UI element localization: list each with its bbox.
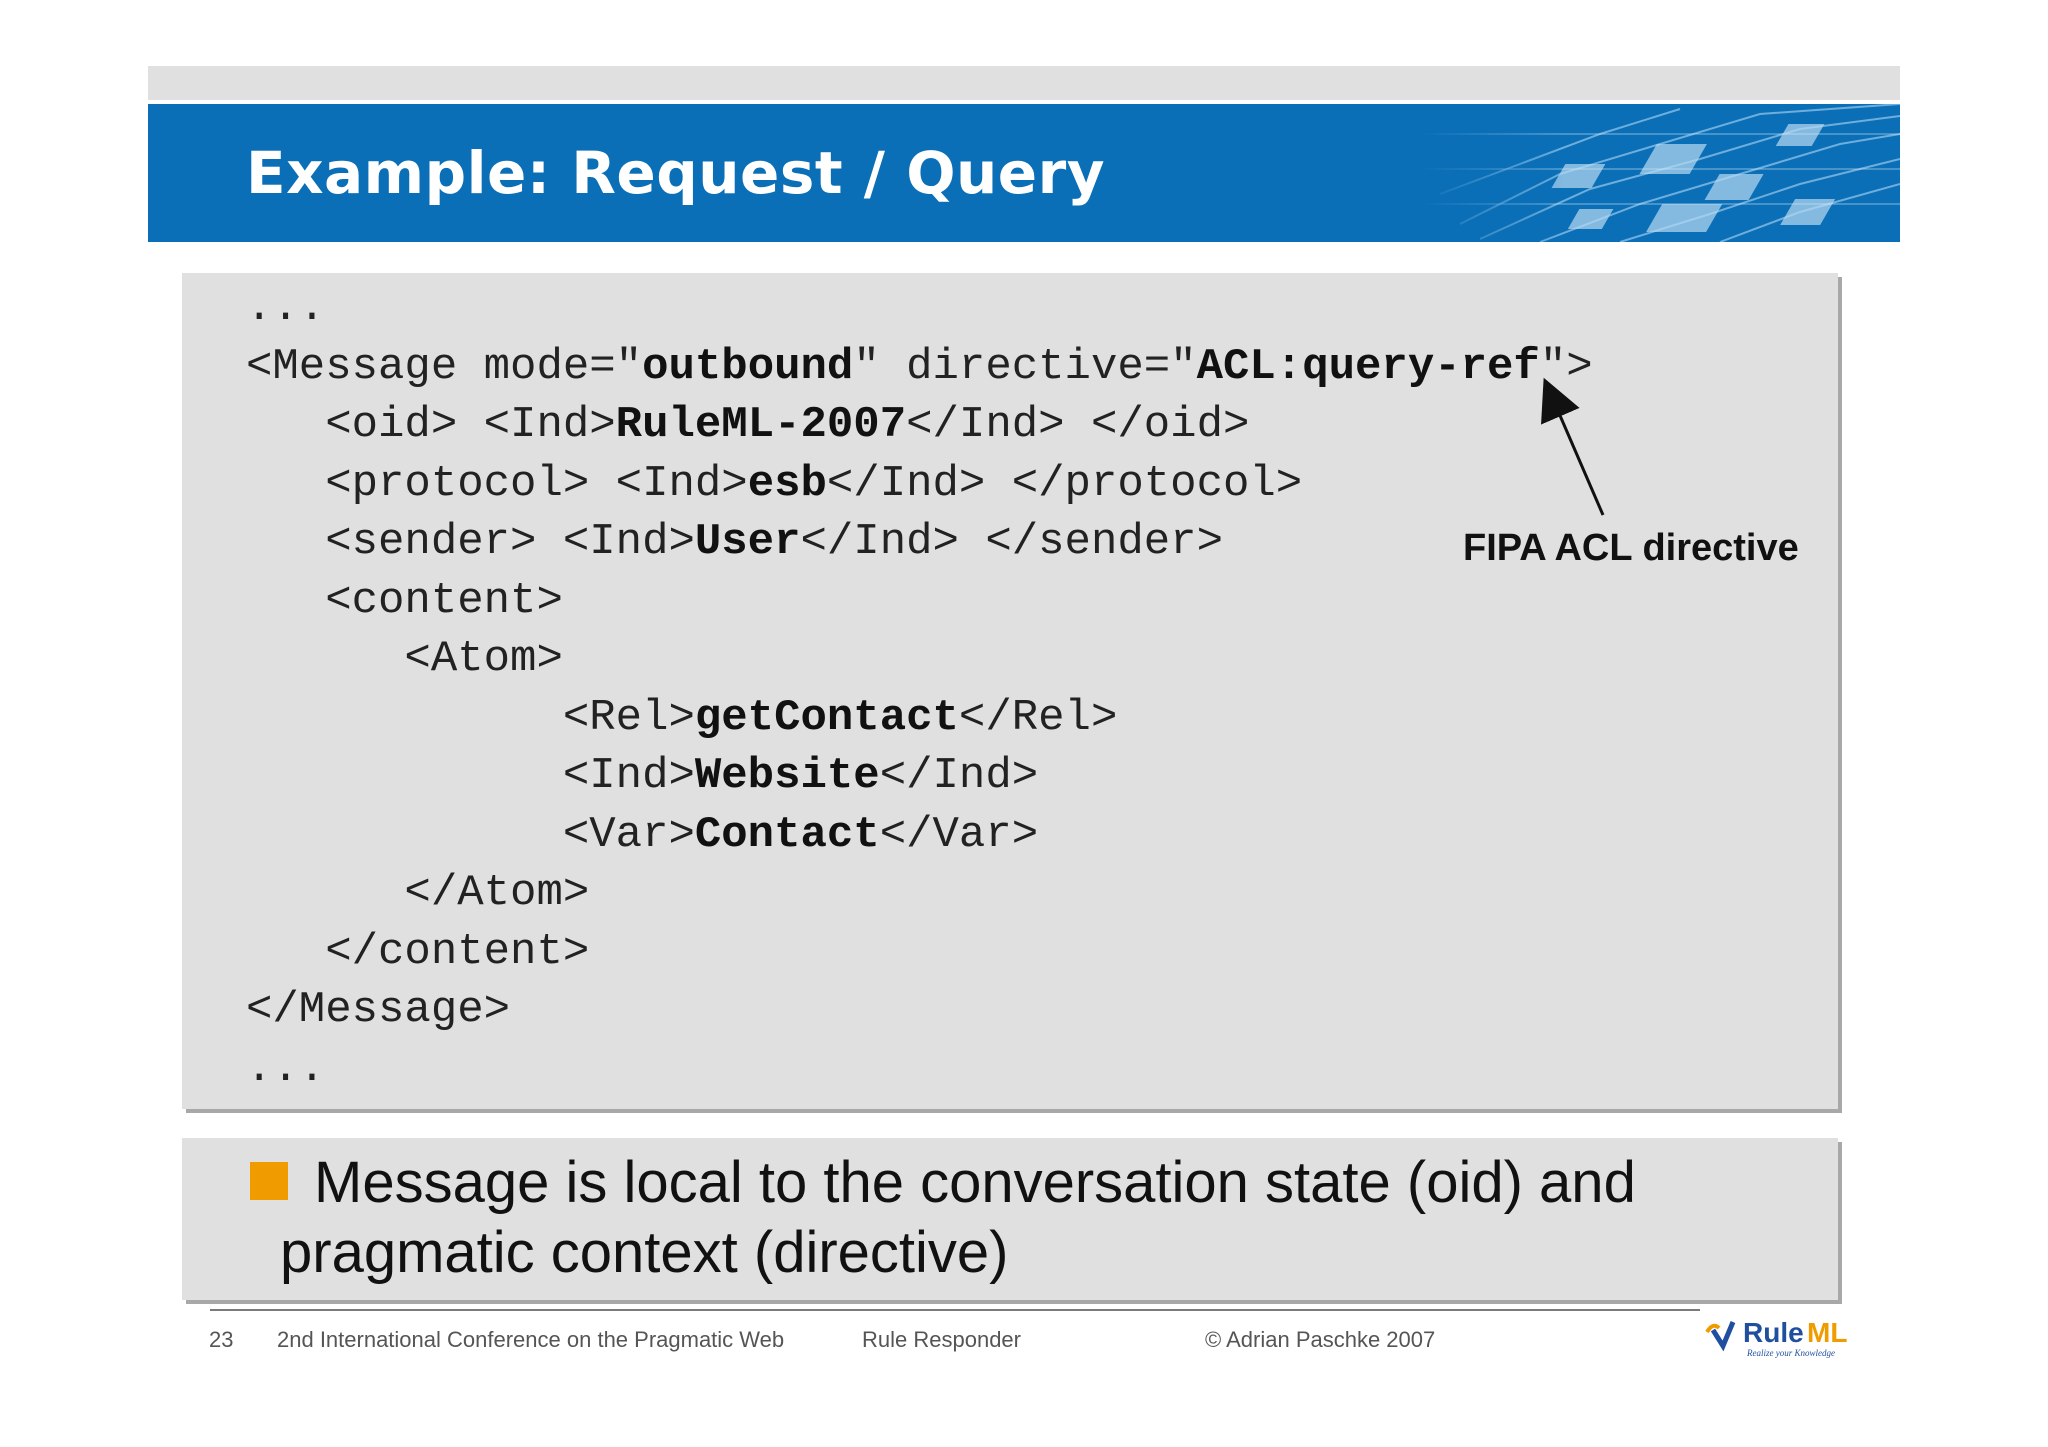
code-block: ...<Message mode="outbound" directive="A… [182, 273, 1838, 1109]
code-text: <Rel> [246, 692, 695, 743]
code-line: <Var>Contact</Var> [246, 806, 1038, 864]
code-value: esb [747, 458, 827, 509]
code-text: </Ind> </sender> [800, 517, 1223, 567]
bullet-text: Message is local to the conversation sta… [280, 1150, 1636, 1285]
code-text: </Ind> [879, 751, 1039, 801]
code-line: ... [246, 1040, 325, 1098]
code-text: <Ind> [246, 751, 695, 801]
svg-text:Realize your Knowledge: Realize your Knowledge [1746, 1348, 1835, 1358]
code-line: <oid> <Ind>RuleML-2007</Ind> </oid> [246, 396, 1249, 454]
code-line: </Message> [246, 981, 510, 1039]
code-line: <sender> <Ind>User</Ind> </sender> [246, 513, 1223, 571]
code-text: <oid> <Ind> [246, 400, 616, 450]
code-text: <protocol> <Ind> [246, 458, 748, 509]
annotation-label: FIPA ACL directive [1463, 527, 1799, 569]
code-value: User [694, 517, 801, 567]
footer-conference: 2nd International Conference on the Prag… [277, 1327, 785, 1352]
code-text: </content> [246, 926, 590, 977]
code-line: <protocol> <Ind>esb</Ind> </protocol> [246, 455, 1302, 513]
footer-copyright: © Adrian Paschke 2007 [1205, 1327, 1436, 1352]
footer-topic: Rule Responder [862, 1327, 1021, 1352]
code-text: " directive=" [853, 341, 1197, 392]
svg-text:ML: ML [1807, 1317, 1847, 1348]
code-text: </Ind> </protocol> [826, 458, 1303, 509]
code-line: <content> [246, 572, 563, 630]
code-text: <content> [246, 575, 563, 626]
code-value: RuleML-2007 [615, 400, 907, 450]
svg-text:Rule: Rule [1743, 1317, 1804, 1348]
code-text: <Var> [246, 809, 695, 860]
bullet-square-icon [250, 1162, 288, 1200]
code-value: Website [694, 751, 880, 801]
page-number: 23 [209, 1327, 234, 1352]
slide-title: Example: Request / Query [246, 139, 1106, 207]
footer-divider [210, 1309, 1700, 1311]
code-text: </Rel> [958, 692, 1118, 743]
code-value: outbound [642, 341, 854, 392]
bullet-block: Message is local to the conversation sta… [182, 1138, 1838, 1300]
code-value: getContact [694, 692, 959, 743]
code-text: ... [246, 283, 326, 333]
code-line: ... [246, 279, 325, 337]
code-line: <Atom> [246, 630, 563, 688]
code-text: </Atom> [246, 868, 590, 918]
code-line: <Ind>Website</Ind> [246, 747, 1038, 805]
header-strip [148, 66, 1900, 100]
code-text: </Ind> </oid> [906, 400, 1250, 450]
code-text: <Atom> [246, 634, 563, 684]
code-text: <sender> <Ind> [246, 517, 695, 567]
code-text: </Var> [879, 809, 1039, 860]
code-line: </Atom> [246, 864, 589, 922]
circuit-board-graphic [1420, 104, 1900, 242]
title-bar: Example: Request / Query [148, 104, 1900, 242]
code-line: <Rel>getContact</Rel> [246, 689, 1118, 747]
code-text: <Message mode=" [246, 341, 643, 392]
ruleml-logo: Rule ML Realize your Knowledge [1705, 1317, 1847, 1358]
code-text: ... [246, 1043, 326, 1094]
code-line: </content> [246, 923, 589, 981]
code-line: <Message mode="outbound" directive="ACL:… [246, 338, 1593, 396]
code-value: Contact [694, 809, 880, 860]
code-text: </Message> [246, 985, 511, 1035]
code-text: "> [1539, 341, 1593, 392]
code-value: ACL:query-ref [1196, 341, 1540, 392]
